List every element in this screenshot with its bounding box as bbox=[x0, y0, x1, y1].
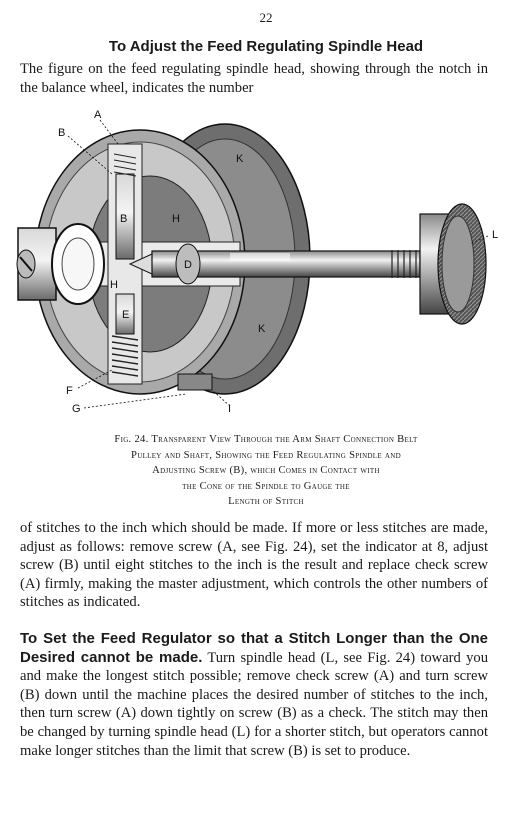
section-heading: To Adjust the Feed Regulating Spindle He… bbox=[108, 38, 424, 55]
label-e: E bbox=[122, 309, 129, 321]
figure-24: A B B H H D K K E F G I L bbox=[0, 104, 532, 424]
caption-fig-number: Fig. 24. bbox=[114, 434, 149, 445]
label-b: B bbox=[58, 127, 65, 139]
caption-line-2: Pulley and Shaft, Showing the Feed Regul… bbox=[131, 449, 401, 461]
caption-line-4: the Cone of the Spindle to Gauge the bbox=[182, 480, 350, 492]
label-d: D bbox=[184, 259, 192, 271]
label-k-lower: K bbox=[258, 323, 266, 335]
label-l: L bbox=[492, 229, 498, 241]
page-number: 22 bbox=[259, 10, 273, 25]
caption-line-1: Transparent View Through the Arm Shaft C… bbox=[151, 434, 418, 445]
label-h-lower: H bbox=[110, 279, 118, 291]
intro-paragraph: The figure on the feed regulating spindl… bbox=[20, 61, 488, 96]
caption-line-3: Adjusting Screw (B), which Comes in Cont… bbox=[152, 465, 380, 476]
label-k-upper: K bbox=[236, 153, 244, 165]
paragraph-2-text: Turn spindle head (L, see Fig. 24) towar… bbox=[20, 649, 488, 759]
spindle-assembly-illustration: A B B H H D K K E F G I L bbox=[16, 109, 498, 415]
label-g: G bbox=[72, 403, 81, 415]
label-f: F bbox=[66, 385, 73, 397]
label-i: I bbox=[228, 403, 231, 415]
label-h-upper: H bbox=[172, 213, 180, 225]
label-b-inner: B bbox=[120, 213, 127, 225]
body-paragraph-1: of stitches to the inch which should be … bbox=[20, 520, 488, 611]
caption-line-5: Length of Stitch bbox=[228, 496, 304, 507]
body-paragraph-2: To Set the Feed Regulator so that a Stit… bbox=[20, 630, 488, 760]
paragraph-2-heading: To Set the Feed Regulator so that a Stit… bbox=[20, 630, 488, 666]
label-a: A bbox=[94, 109, 102, 121]
figure-caption: Fig. 24. Transparent View Through the Ar… bbox=[30, 432, 502, 510]
